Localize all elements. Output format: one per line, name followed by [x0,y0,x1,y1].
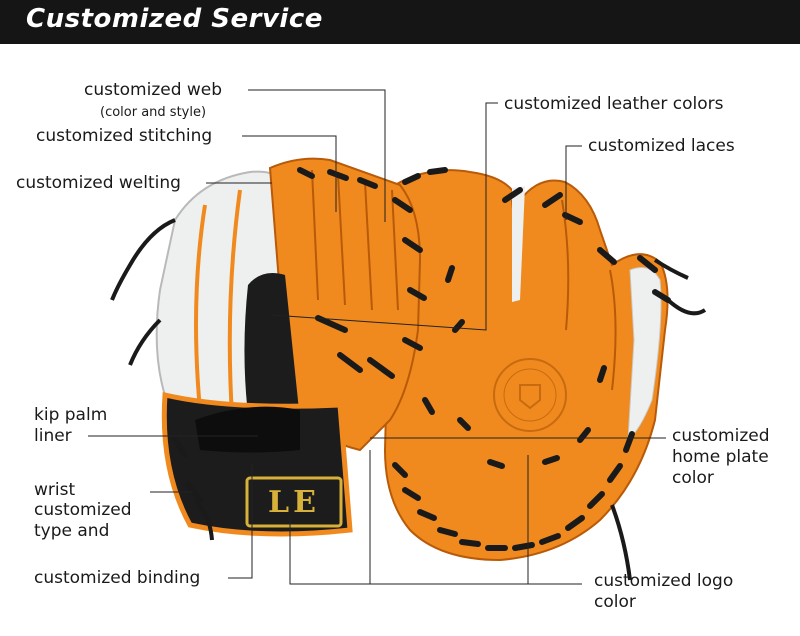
callout-leather-colors: customized leather colors [504,94,724,114]
callout-logo-line1: customized logo [594,571,734,591]
callout-kip-line2: liner [34,426,72,446]
page-title: Customized Service [26,4,323,34]
callout-binding: customized binding [34,568,201,588]
callout-home-line2: home plate [672,447,771,468]
callout-web: customized web [84,80,223,100]
callout-home-line3: color [672,468,716,489]
callout-kip-line1: kip palm [34,405,108,425]
brand-logo-text: LE [268,484,320,520]
callout-laces: customized laces [588,136,735,156]
callout-home-line1: customized [672,426,772,447]
callout-stitching: customized stitching [36,126,213,146]
back-view-glove [110,157,427,541]
callout-web-note: (color and style) [100,105,207,120]
callout-logo-line2: color [594,592,636,612]
callout-wrist-line3: type and [34,521,110,541]
callout-wrist-line2: customized [34,500,132,520]
header-bar: Customized Service [0,0,800,44]
callout-leader-lines [88,89,666,585]
glove-illustration [88,89,707,585]
callout-wrist-line1: wrist [34,480,76,500]
brand-logo: LE [247,478,341,526]
palm-view-glove [383,167,707,581]
callout-welting: customized welting [16,173,181,193]
